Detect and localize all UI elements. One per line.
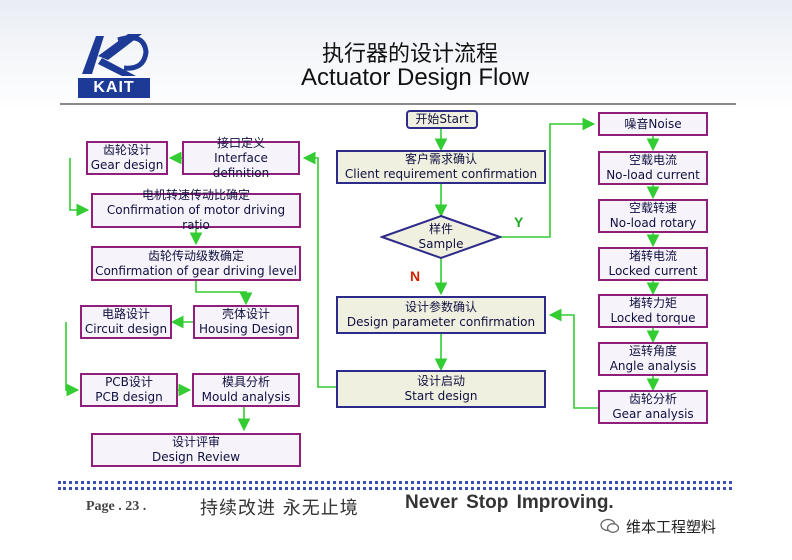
sample-decision-diamond <box>380 214 502 260</box>
client-requirement-box: 客户需求确认 Client requirement confirmation <box>336 150 546 184</box>
angle-analysis-box: 运转角度 Angle analysis <box>598 342 708 376</box>
mould-analysis-cn: 模具分析 <box>221 375 270 389</box>
wechat-icon <box>600 518 620 533</box>
sample-en: Sample <box>418 237 464 251</box>
housing-design-en: Housing Design <box>198 322 294 336</box>
locked-torque-en: Locked torque <box>610 311 696 325</box>
design-review-box: 设计评审 Design Review <box>91 433 301 467</box>
locked-torque-cn: 堵转力矩 <box>628 296 677 310</box>
design-review-en: Design Review <box>151 450 241 464</box>
interface-definition-cn: 接口定义 <box>216 135 265 150</box>
design-parameter-en: Design parameter confirmation <box>346 315 536 329</box>
gear-design-cn: 齿轮设计 <box>102 143 151 157</box>
start-design-en: Start design <box>404 389 478 403</box>
slogan-english: Never Stop Improving. <box>405 492 614 513</box>
motor-ratio-cn: 电机转速传动比确定 <box>141 188 250 202</box>
design-review-cn: 设计评审 <box>171 435 220 449</box>
title-english: Actuator Design Flow <box>300 64 530 91</box>
noload-current-en: No-load current <box>606 168 700 182</box>
noise-box: 噪音Noise <box>598 112 708 136</box>
client-requirement-en: Client requirement confirmation <box>344 167 538 181</box>
angle-analysis-cn: 运转角度 <box>628 344 677 358</box>
gear-analysis-en: Gear analysis <box>612 407 694 421</box>
locked-current-en: Locked current <box>608 264 698 278</box>
locked-torque-box: 堵转力矩 Locked torque <box>598 294 708 328</box>
pcb-design-box: PCB设计 PCB design <box>80 373 178 407</box>
noload-rotary-box: 空载转速 No-load rotary <box>598 199 708 233</box>
noload-rotary-cn: 空载转速 <box>628 201 677 215</box>
watermark-text: 维本工程塑料 <box>626 518 717 536</box>
locked-current-box: 堵转电流 Locked current <box>598 247 708 281</box>
motor-ratio-box: 电机转速传动比确定 Confirmation of motor driving … <box>91 188 301 232</box>
start-design-cn: 设计启动 <box>416 374 465 388</box>
gear-level-en: Confirmation of gear driving level <box>95 263 297 278</box>
housing-design-box: 壳体设计 Housing Design <box>193 305 299 339</box>
circuit-design-en: Circuit design <box>84 322 168 336</box>
footer-dotted-line-1 <box>58 481 732 484</box>
gear-level-cn: 齿轮传动级数确定 <box>147 248 244 263</box>
design-parameter-cn: 设计参数确认 <box>404 300 477 314</box>
start-label: 开始Start <box>415 112 469 126</box>
yes-label: Y <box>514 214 524 230</box>
title-chinese: 执行器的设计流程 <box>321 42 498 67</box>
noise-label: 噪音Noise <box>624 116 682 131</box>
logo-text: KAIT <box>78 78 150 98</box>
sample-decision-text: 样件 Sample <box>400 219 482 255</box>
footer-dotted-line-2 <box>58 487 732 490</box>
housing-design-cn: 壳体设计 <box>221 307 270 321</box>
pcb-design-en: PCB design <box>95 390 163 404</box>
page-number: Page . 23 . <box>86 499 147 514</box>
sample-cn: 样件 <box>428 222 453 236</box>
gear-design-en: Gear design <box>90 158 164 172</box>
start-node: 开始Start <box>406 110 478 129</box>
no-label: N <box>410 268 421 284</box>
noload-current-cn: 空载电流 <box>628 153 677 167</box>
header-divider <box>60 103 736 105</box>
kait-logo <box>78 30 150 98</box>
design-parameter-box: 设计参数确认 Design parameter confirmation <box>336 296 546 334</box>
angle-analysis-en: Angle analysis <box>609 359 697 373</box>
interface-definition-en: Interface definition <box>212 150 270 180</box>
gear-analysis-cn: 齿轮分析 <box>628 392 677 406</box>
motor-ratio-en: Confirmation of motor driving ratio <box>106 203 286 232</box>
interface-definition-box: 接口定义 Interface definition <box>182 136 300 180</box>
mould-analysis-en: Mould analysis <box>201 390 291 404</box>
gear-design-box: 齿轮设计 Gear design <box>86 141 168 175</box>
circuit-design-cn: 电路设计 <box>101 307 150 321</box>
mould-analysis-box: 模具分析 Mould analysis <box>192 373 300 407</box>
noload-current-box: 空载电流 No-load current <box>598 151 708 185</box>
slogan-chinese: 持续改进 永无止境 <box>200 498 359 519</box>
circuit-design-box: 电路设计 Circuit design <box>80 305 172 339</box>
gear-level-box: 齿轮传动级数确定 Confirmation of gear driving le… <box>91 246 301 281</box>
gear-analysis-box: 齿轮分析 Gear analysis <box>598 390 708 424</box>
client-requirement-cn: 客户需求确认 <box>404 152 477 166</box>
pcb-design-cn: PCB设计 <box>105 375 153 389</box>
noload-rotary-en: No-load rotary <box>609 216 697 230</box>
start-design-box: 设计启动 Start design <box>336 370 546 408</box>
locked-current-cn: 堵转电流 <box>628 249 677 263</box>
